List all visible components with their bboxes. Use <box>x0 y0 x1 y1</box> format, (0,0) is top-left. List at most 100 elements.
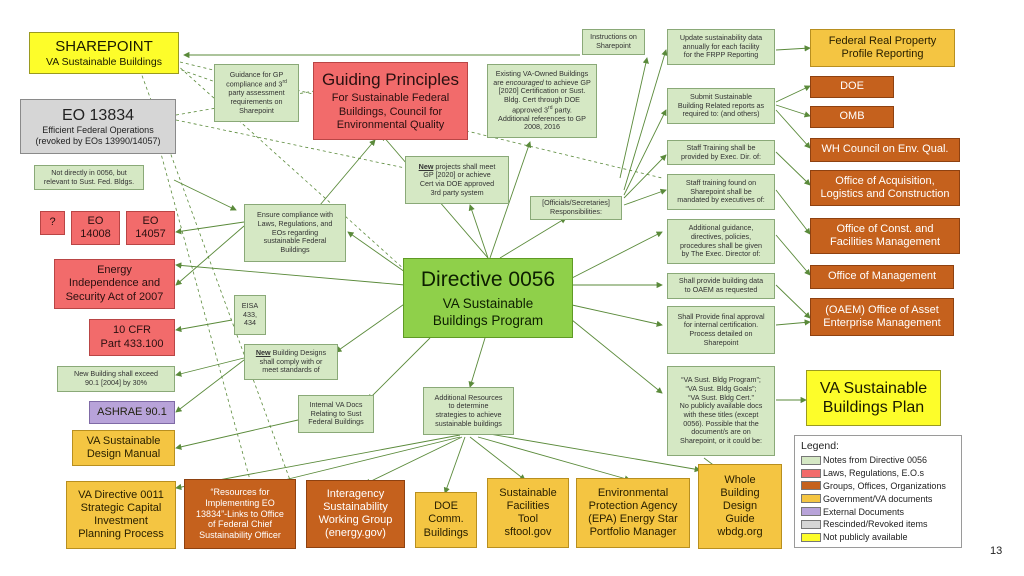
new-projects-line2: GP [2020] or achieve <box>423 170 491 180</box>
new-designs-new: New <box>255 348 271 358</box>
final-approval-note: Shall Provide final approval for interna… <box>667 306 775 354</box>
line-directive-addguid <box>571 231 663 279</box>
line-update-frpp <box>775 45 811 52</box>
new-designs-line2: shall comply with or <box>259 356 323 366</box>
energy-act-line2: Independence and <box>68 277 161 290</box>
doe-box: DOE <box>810 76 894 98</box>
line-res-doe <box>443 436 466 494</box>
line-res-inter <box>364 436 463 485</box>
new-bldg-exceed-line2: 90.1 [2004] by 30% <box>85 378 147 387</box>
line-officials-instructions <box>619 57 649 179</box>
legend-swatch-org <box>801 481 821 491</box>
oaem-box: (OAEM) Office of Asset Enterprise Manage… <box>810 298 954 336</box>
frpp-line1: Federal Real Property <box>828 34 937 47</box>
not-directly-line1: Not directly in 0056, but <box>51 167 127 177</box>
additional-guidance-line2: directives, policies, <box>690 231 752 241</box>
oaem-line2: Enterprise Management <box>823 317 941 329</box>
line-officials-submit <box>623 109 667 196</box>
wbdg-line5: wbdg.org <box>717 526 763 539</box>
legend: Legend: Notes from Directive 0056 Laws, … <box>794 435 962 548</box>
additional-resources-line2: to determine <box>448 401 489 411</box>
new-projects-note: New projects shall meet GP [2020] or ach… <box>405 156 509 204</box>
not-directly-note: Not directly in 0056, but relevant to Su… <box>34 165 144 190</box>
update-data-line3: for the FRPP Reporting <box>683 50 759 60</box>
line-newdesign-exceed <box>175 357 245 377</box>
directive-title: Directive 0056 <box>420 268 556 292</box>
sharepoint-subtitle: VA Sustainable Buildings <box>46 55 162 68</box>
update-data-note: Update sustainability data annually for … <box>667 29 775 65</box>
ensure-line5: Buildings <box>280 244 310 254</box>
submit-bldg-line3: required to: (and others) <box>682 109 760 119</box>
additional-resources-note: Additional Resources to determine strate… <box>423 387 514 435</box>
additional-guidance-line1: Additional guidance, <box>688 223 754 233</box>
new-projects-line1: New projects shall meet <box>419 162 496 172</box>
doe-comm-line3: Buildings <box>423 526 469 539</box>
resources-impl-line1: “Resources for <box>210 487 270 497</box>
doe-comm-line1: DOE <box>434 500 458 513</box>
doe-comm-line2: Comm. <box>428 513 464 526</box>
line-res-impl <box>267 436 461 486</box>
existing-va-line2a: are <box>493 77 506 87</box>
va-sust-docs-line1: “VA Sust. Bldg Program”; <box>681 375 761 385</box>
new-designs-note: New Building Designs shall comply with o… <box>244 344 338 380</box>
guiding-principles-box: Guiding Principles For Sustainable Feder… <box>313 62 468 140</box>
energy-act-line3: Security Act of 2007 <box>65 290 164 303</box>
new-bldg-exceed-line1: New Building shall exceed <box>74 369 158 379</box>
energy-act-box: Energy Independence and Security Act of … <box>54 259 175 309</box>
guidance-gp-sup: rd <box>282 79 287 86</box>
staff-exec-line2: provided by Exec. Dir. of: <box>681 151 761 161</box>
line-submit-wh <box>775 109 811 149</box>
design-manual-line2: Design Manual <box>86 448 161 460</box>
va-sust-docs-line7: document/s are on <box>691 427 751 437</box>
legend-row-notpublic: Not publicly available <box>801 531 955 544</box>
line-directive-vasust <box>571 319 663 394</box>
legend-row-gov: Government/VA documents <box>801 492 955 505</box>
legend-swatch-notpublic <box>801 532 821 542</box>
legend-swatch-law <box>801 468 821 478</box>
officials-note: [Officials/Secretaries] Responsibilities… <box>530 196 622 220</box>
energy-act-line1: Energy <box>97 264 132 277</box>
new-designs-line3: meet standards of <box>262 365 320 375</box>
legend-row-groups: Groups, Offices, Organizations <box>801 480 955 493</box>
cfr-box: 10 CFR Part 433.100 <box>89 319 175 356</box>
dashed-eo-newprojects <box>175 119 406 169</box>
legend-row-rescinded: Rescinded/Revoked items <box>801 518 955 531</box>
epa-line3: (EPA) Energy Star <box>588 513 678 525</box>
update-data-line1: Update sustainability data <box>679 33 763 43</box>
additional-guidance-note: Additional guidance, directives, policie… <box>667 219 775 264</box>
vasbp-line1: VA Sustainable <box>819 379 928 397</box>
epa-line1: Environmental <box>597 486 669 499</box>
va-sust-docs-line3: “VA Sust. Bldg Cert.” <box>688 392 754 402</box>
epa-line2: Protection Agency <box>588 499 678 512</box>
resources-impl-line3: 13834”-Links to Office <box>196 508 284 519</box>
submit-bldg-note: Submit Sustainable Building Related repo… <box>667 88 775 124</box>
guidance-gp-note: Guidance for GP compliance and 3rd party… <box>214 64 299 122</box>
instructions-line1: Instructions on <box>590 32 637 42</box>
submit-bldg-line2: Building Related reports as <box>677 100 765 110</box>
ensure-note: Ensure compliance with Laws, Regulations… <box>244 204 346 262</box>
eo14057-line2: 14057 <box>135 228 166 240</box>
existing-va-note: Existing VA-Owned Buildings are encourag… <box>487 64 597 138</box>
eisa-line3: 434 <box>244 318 256 328</box>
office-mgmt-box: Office of Management <box>810 265 954 289</box>
guiding-line3: Environmental Quality <box>336 118 445 131</box>
sftool-line2: Facilities <box>506 499 550 512</box>
line-res-epa <box>477 436 631 482</box>
existing-va-sup: rd <box>548 104 553 111</box>
eo13834-line2: (revoked by EOs 13990/14057) <box>35 136 161 147</box>
vasbp-box: VA Sustainable Buildings Plan <box>806 370 941 426</box>
guidance-gp-line2: compliance and 3rd <box>226 79 287 89</box>
line-directive-newprojects <box>468 204 489 259</box>
legend-title: Legend: <box>801 440 839 452</box>
sftool-box: Sustainable Facilities Tool sftool.gov <box>487 478 569 548</box>
line-newdesign-ashrae <box>175 359 245 413</box>
interagency-line1: Interagency <box>326 487 385 500</box>
new-bldg-exceed-note: New Building shall exceed 90.1 [2004] by… <box>57 366 175 392</box>
interagency-line3: Working Group <box>318 514 393 526</box>
eo14008-line1: EO <box>87 214 104 227</box>
interagency-line2: Sustainability <box>323 500 388 513</box>
design-manual-box: VA Sustainable Design Manual <box>72 430 175 466</box>
line-officials-update <box>623 49 668 191</box>
cfr-line1: 10 CFR <box>113 324 151 337</box>
ensure-line1: Ensure compliance with <box>257 210 333 220</box>
